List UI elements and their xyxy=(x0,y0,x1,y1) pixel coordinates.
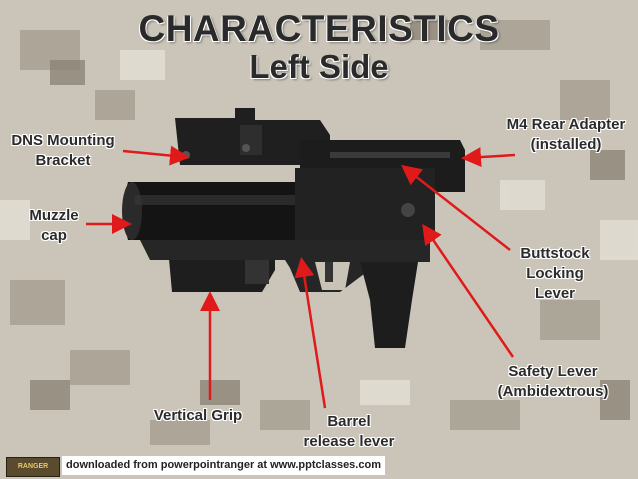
label-barrel-release-lever: Barrel release lever xyxy=(288,412,410,452)
label-line: release lever xyxy=(303,433,395,450)
footer-bar: RANGER downloaded from powerpointranger … xyxy=(0,453,638,479)
label-line: Lever xyxy=(534,285,576,302)
label-line: Safety Lever xyxy=(508,363,598,380)
arrow-m4-rear-adapter xyxy=(461,147,516,168)
label-buttstock-locking-lever: Buttstock Locking Lever xyxy=(508,244,602,304)
label-safety-lever: Safety Lever (Ambidextrous) xyxy=(483,362,623,402)
arrow-barrel-release-lever xyxy=(294,257,327,409)
label-m4-rear-adapter: M4 Rear Adapter (installed) xyxy=(496,115,636,155)
page-subtitle: Left Side xyxy=(249,48,389,85)
arrow-dns-mounting-bracket xyxy=(122,145,190,166)
label-line: Barrel xyxy=(327,413,371,430)
label-muzzle-cap: Muzzle cap xyxy=(22,206,86,246)
arrow-safety-lever xyxy=(422,223,515,358)
grenade-launcher-body xyxy=(122,108,465,348)
label-line: M4 Rear Adapter xyxy=(506,116,626,133)
label-line: Bracket xyxy=(35,152,91,169)
label-line: Muzzle xyxy=(29,207,79,224)
label-vertical-grip: Vertical Grip xyxy=(138,406,258,426)
arrow-buttstock-locking-lever xyxy=(401,164,511,251)
label-dns-mounting-bracket: DNS Mounting Bracket xyxy=(2,131,124,171)
label-line: (Ambidextrous) xyxy=(497,383,609,400)
label-line: (installed) xyxy=(530,136,602,153)
ranger-logo: RANGER xyxy=(6,457,60,477)
page-title: CHARACTERISTICS xyxy=(138,8,500,49)
label-line: Buttstock xyxy=(520,245,590,262)
label-line: Vertical Grip xyxy=(153,407,243,424)
label-line: cap xyxy=(41,227,67,244)
footer-download-text: downloaded from powerpointranger at www.… xyxy=(62,456,385,475)
label-line: DNS Mounting xyxy=(11,132,115,149)
label-line: Locking xyxy=(526,265,584,282)
